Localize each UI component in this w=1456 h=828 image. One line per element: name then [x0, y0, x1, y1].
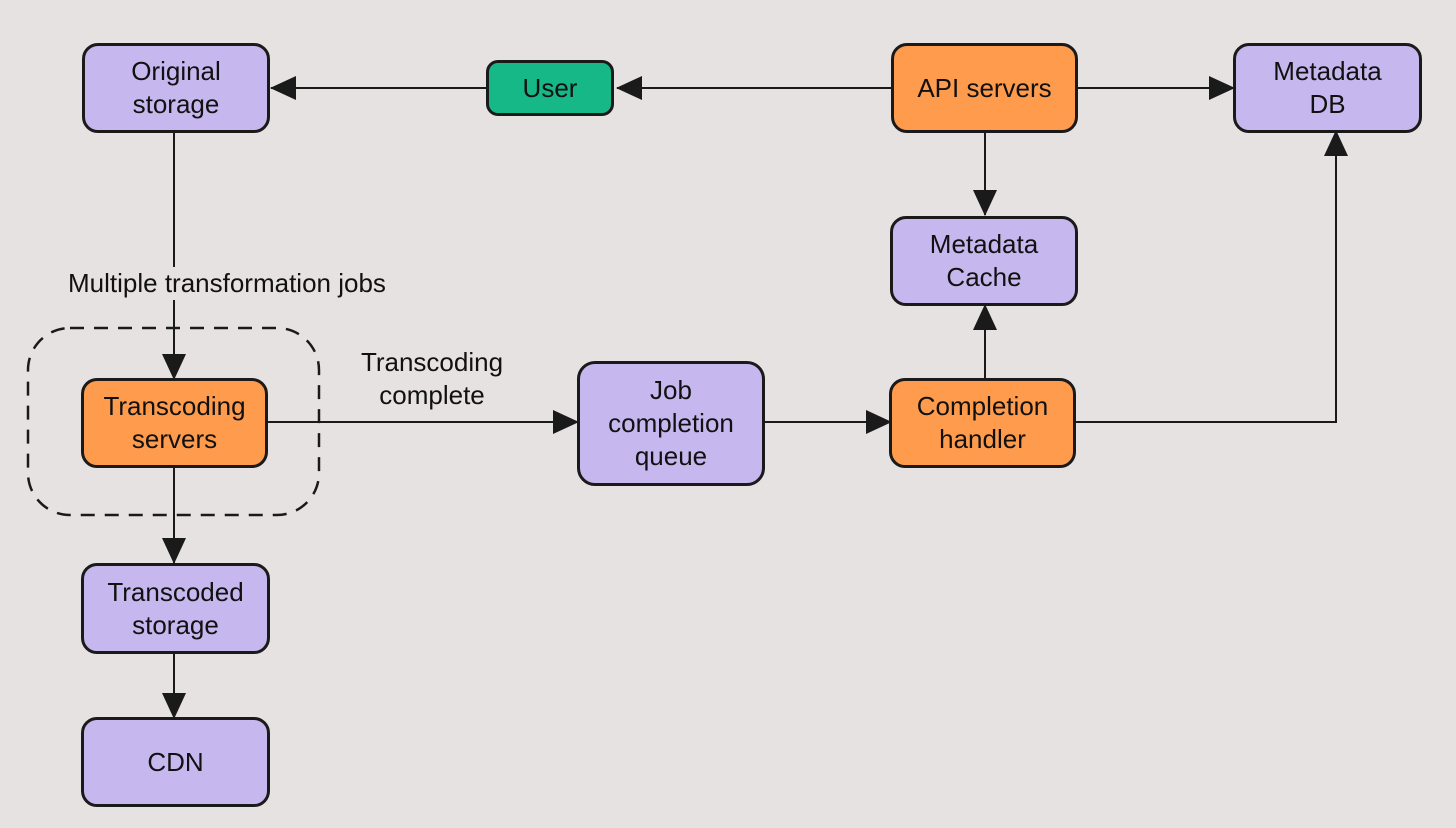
job-completion-queue-node[interactable]: Job completion queue — [577, 361, 765, 486]
transcoded-storage-label: Transcoded storage — [107, 576, 244, 640]
user-label: User — [522, 72, 578, 103]
multiple-transformation-jobs-label: Multiple transformation jobs — [66, 267, 388, 300]
completion-handler-node[interactable]: Completion handler — [889, 378, 1076, 468]
api-servers-label: API servers — [917, 72, 1052, 103]
user-node[interactable]: User — [486, 60, 614, 116]
original-storage-label: Original storage — [131, 56, 221, 119]
transcoding-servers-label: Transcoding servers — [103, 391, 246, 454]
cdn-label: CDN — [147, 746, 204, 777]
transcoding-complete-label: Transcoding complete — [360, 347, 504, 410]
metadata-cache-label: Metadata Cache — [929, 229, 1039, 292]
completion-handler-label: Completion handler — [916, 391, 1049, 454]
api-servers-node[interactable]: API servers — [891, 43, 1078, 133]
transcoded-storage-node[interactable]: Transcoded storage — [81, 563, 270, 654]
metadata-db-node[interactable]: Metadata DB — [1233, 43, 1422, 133]
job-completion-queue-label: Job completion queue — [608, 375, 734, 471]
metadata-db-label: Metadata DB — [1273, 56, 1382, 119]
arrow-handler-to-metadata-db — [1075, 130, 1348, 423]
cdn-node[interactable]: CDN — [81, 717, 270, 807]
transcoding-servers-node[interactable]: Transcoding servers — [81, 378, 268, 468]
metadata-cache-node[interactable]: Metadata Cache — [890, 216, 1078, 306]
original-storage-node[interactable]: Original storage — [82, 43, 270, 133]
